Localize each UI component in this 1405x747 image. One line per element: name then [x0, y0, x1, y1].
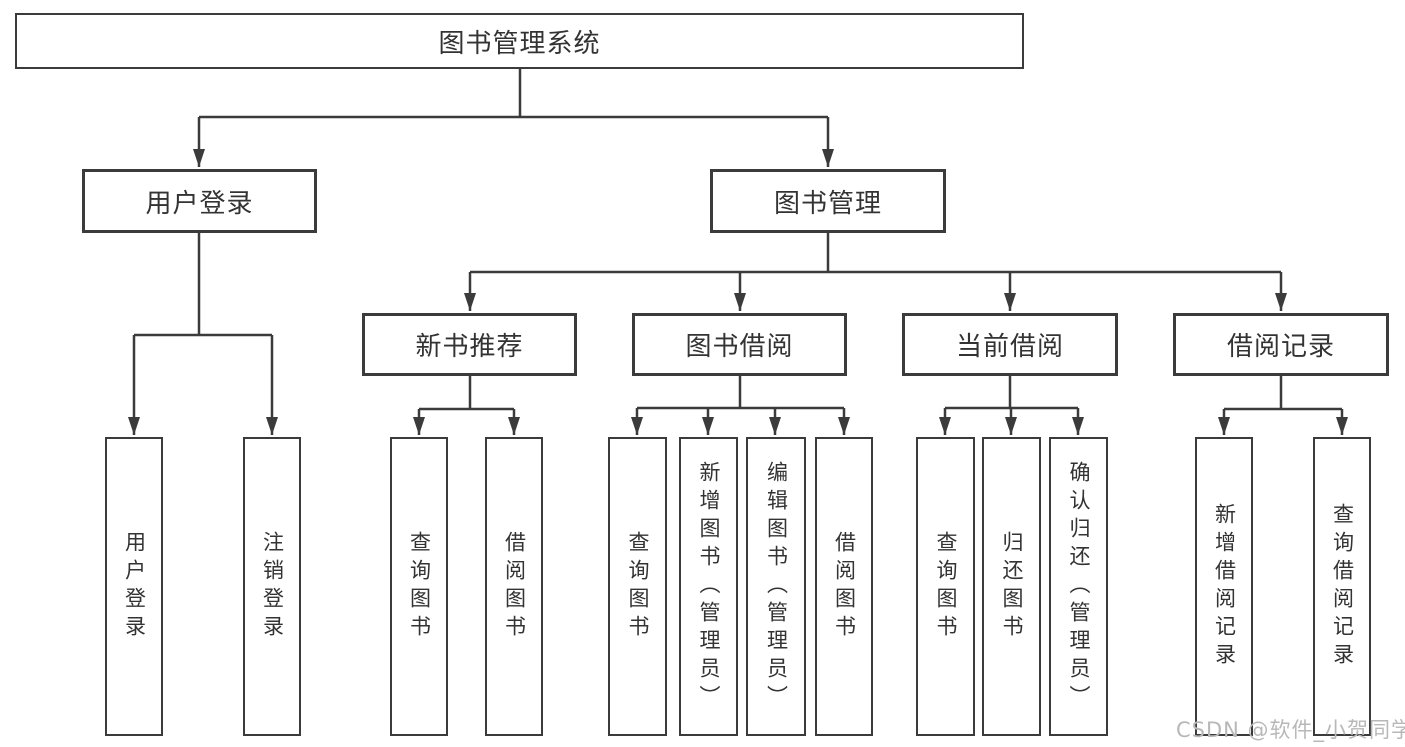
node-query-books-2: 查询图书 — [608, 437, 667, 736]
node-label: 图书借阅 — [685, 332, 794, 362]
node-label: 查询图书 — [407, 530, 432, 643]
node-label: 图书管理系统 — [438, 28, 601, 59]
node-new-book-recommendation: 新书推荐 — [362, 313, 577, 376]
node-borrowing-records: 借阅记录 — [1173, 313, 1389, 376]
node-label: 查询借阅记录 — [1330, 502, 1355, 671]
node-current-borrowing: 当前借阅 — [902, 313, 1118, 376]
node-label: 借阅图书 — [832, 530, 857, 643]
node-label: 用户登录 — [122, 530, 147, 643]
node-book-management: 图书管理 — [710, 169, 946, 233]
node-logout: 注销登录 — [243, 437, 301, 736]
node-label: 查询图书 — [934, 530, 958, 643]
node-label: 确认归还（管理员） — [1067, 460, 1091, 713]
node-label: 注销登录 — [260, 530, 285, 643]
node-label: 用户登录 — [145, 188, 254, 219]
node-borrow-books-2: 借阅图书 — [815, 437, 873, 736]
node-user-login-group: 用户登录 — [82, 169, 317, 233]
node-label: 借阅记录 — [1226, 332, 1335, 362]
node-borrow-books-1: 借阅图书 — [485, 437, 543, 736]
watermark: CSDN @软件_小贺同学 — [1176, 718, 1405, 742]
node-query-books-3: 查询图书 — [916, 437, 975, 736]
node-add-borrowing-record: 新增借阅记录 — [1195, 437, 1253, 736]
node-library-management-system: 图书管理系统 — [15, 13, 1024, 69]
node-label: 借阅图书 — [502, 530, 527, 643]
node-edit-books-admin: 编辑图书（管理员） — [746, 437, 806, 736]
node-label: 编辑图书（管理员） — [764, 460, 789, 713]
node-return-books: 归还图书 — [982, 437, 1041, 736]
node-book-borrowing: 图书借阅 — [632, 313, 847, 376]
node-query-borrowing-record: 查询借阅记录 — [1313, 437, 1371, 736]
node-label: 当前借阅 — [955, 332, 1064, 362]
node-label: 归还图书 — [1000, 530, 1024, 643]
node-label: 查询图书 — [626, 530, 650, 643]
node-label: 新增图书（管理员） — [697, 460, 721, 713]
node-add-books-admin: 新增图书（管理员） — [679, 437, 738, 736]
node-label: 新书推荐 — [415, 332, 524, 362]
node-confirm-return-admin: 确认归还（管理员） — [1049, 437, 1108, 736]
node-query-books-1: 查询图书 — [390, 437, 448, 736]
node-label: 新增借阅记录 — [1212, 502, 1237, 671]
node-user-login: 用户登录 — [105, 437, 163, 736]
node-label: 图书管理 — [773, 188, 882, 219]
